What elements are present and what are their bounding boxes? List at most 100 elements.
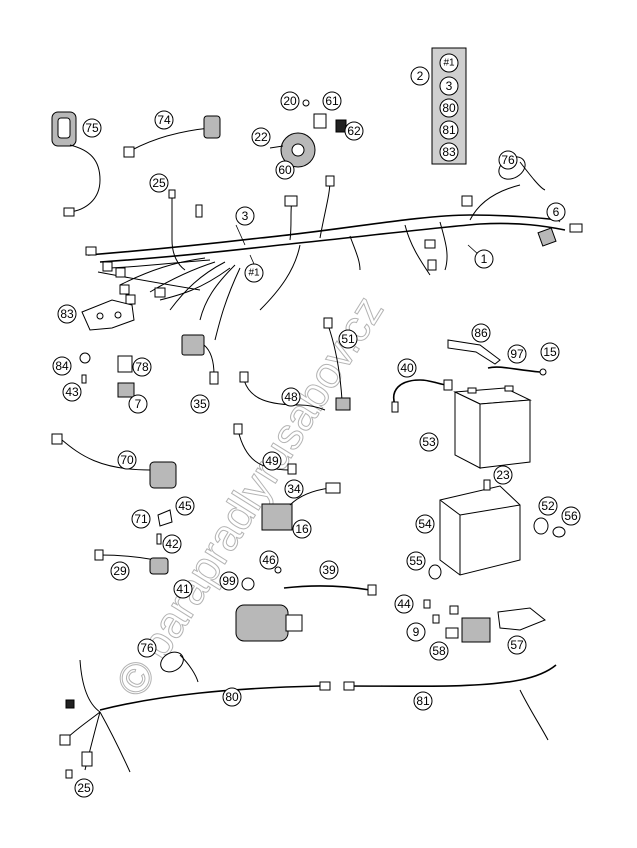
callout-80: 80 xyxy=(222,687,242,707)
callout-29: 29 xyxy=(110,561,130,581)
callout-99: 99 xyxy=(219,571,239,591)
svg-text:34: 34 xyxy=(287,482,301,496)
callout-22: 22 xyxy=(251,127,271,147)
callout-1: 1 xyxy=(474,249,494,269)
svg-text:40: 40 xyxy=(400,361,414,375)
callout-84: 84 xyxy=(52,356,72,376)
callout-76: 76 xyxy=(498,150,518,170)
svg-text:80: 80 xyxy=(225,690,239,704)
harness-connector xyxy=(569,223,583,233)
battery-box-54 xyxy=(439,485,521,576)
svg-text:75: 75 xyxy=(85,121,99,135)
callout-43: 43 xyxy=(62,382,82,402)
harness-81 xyxy=(343,664,557,741)
svg-text:6: 6 xyxy=(553,205,560,219)
svg-text:16: 16 xyxy=(295,522,309,536)
relay-7 xyxy=(117,382,135,398)
bulb-99 xyxy=(241,577,255,591)
callout-83: 83 xyxy=(57,304,77,324)
svg-text:58: 58 xyxy=(432,644,446,658)
legend-item: 80 xyxy=(439,98,459,118)
callout-54: 54 xyxy=(415,514,435,534)
harness-connector xyxy=(427,259,437,271)
harness-connector xyxy=(125,294,136,305)
washer-56 xyxy=(552,526,566,538)
callout-41: 41 xyxy=(173,579,193,599)
callout-60: 60 xyxy=(275,160,295,180)
svg-text:25: 25 xyxy=(152,176,166,190)
svg-text:25: 25 xyxy=(77,781,91,795)
svg-text:83: 83 xyxy=(442,145,456,159)
svg-text:61: 61 xyxy=(325,94,339,108)
svg-text:#1: #1 xyxy=(248,268,260,279)
harness-connector xyxy=(284,195,298,207)
callout-20: 20 xyxy=(280,91,300,111)
svg-text:7: 7 xyxy=(135,397,142,411)
callout-15: 15 xyxy=(540,342,560,362)
svg-text:62: 62 xyxy=(347,124,361,138)
switch-29 xyxy=(94,549,169,575)
legend-item: #1 xyxy=(439,53,459,73)
fuse-holder-58 xyxy=(445,605,491,643)
legend-item: 81 xyxy=(439,120,459,140)
callout-35: 35 xyxy=(190,394,210,414)
callout-52: 52 xyxy=(538,496,558,516)
callout-9: 9 xyxy=(406,622,426,642)
callout-6: 6 xyxy=(546,202,566,222)
svg-text:41: 41 xyxy=(176,582,190,596)
callout-39: 39 xyxy=(319,560,339,580)
callouts: 75 74 20 61 22 62 60 2 76 25 3 6 1 #1 83… xyxy=(52,66,581,798)
legend-item: 3 xyxy=(439,76,459,96)
svg-text:3: 3 xyxy=(242,209,249,223)
svg-text:74: 74 xyxy=(157,113,171,127)
callout-46: 46 xyxy=(259,550,279,570)
callout-44: 44 xyxy=(394,594,414,614)
starter-motor xyxy=(235,604,303,642)
svg-text:81: 81 xyxy=(416,694,430,708)
svg-text:83: 83 xyxy=(60,307,74,321)
svg-text:15: 15 xyxy=(543,345,557,359)
svg-text:84: 84 xyxy=(55,359,69,373)
callout-71: 71 xyxy=(131,509,151,529)
callout-57: 57 xyxy=(507,635,527,655)
svg-text:80: 80 xyxy=(442,101,456,115)
screw-42 xyxy=(156,533,162,545)
svg-text:52: 52 xyxy=(541,499,555,513)
callout-74: 74 xyxy=(154,110,174,130)
main-wiring-harness xyxy=(85,175,583,341)
svg-text:57: 57 xyxy=(510,638,524,652)
callout-hash-1: #1 xyxy=(244,263,264,283)
svg-text:76: 76 xyxy=(140,641,154,655)
switch-75-with-cable xyxy=(51,111,101,217)
harness-connector xyxy=(119,284,130,295)
callout-49: 49 xyxy=(262,451,282,471)
callout-81: 81 xyxy=(413,691,433,711)
legend-kit-list: #1 3 80 81 83 xyxy=(431,47,467,165)
callout-61: 61 xyxy=(322,91,342,111)
callout-3: 3 xyxy=(235,206,255,226)
svg-text:39: 39 xyxy=(322,563,336,577)
bracket-83 xyxy=(81,299,135,331)
svg-text:22: 22 xyxy=(254,130,268,144)
svg-text:55: 55 xyxy=(409,554,423,568)
callout-97: 97 xyxy=(507,344,527,364)
callout-45: 45 xyxy=(175,496,195,516)
cable-97 xyxy=(487,366,547,376)
svg-text:81: 81 xyxy=(442,123,456,137)
svg-text:1: 1 xyxy=(481,252,488,266)
nut-46 xyxy=(274,566,282,574)
cable-76-bottom xyxy=(160,651,199,683)
relay-78 xyxy=(117,355,133,373)
callout-58: 58 xyxy=(429,641,449,661)
svg-text:97: 97 xyxy=(510,347,524,361)
callout-86: 86 xyxy=(471,323,491,343)
svg-text:2: 2 xyxy=(417,69,424,83)
rubber-55 xyxy=(428,564,442,580)
svg-text:48: 48 xyxy=(284,390,298,404)
harness-connector xyxy=(461,195,473,207)
regulator-35 xyxy=(181,334,219,385)
svg-text:56: 56 xyxy=(564,509,578,523)
battery-53 xyxy=(453,385,532,469)
harness-connector xyxy=(102,261,113,272)
callout-70: 70 xyxy=(117,450,137,470)
